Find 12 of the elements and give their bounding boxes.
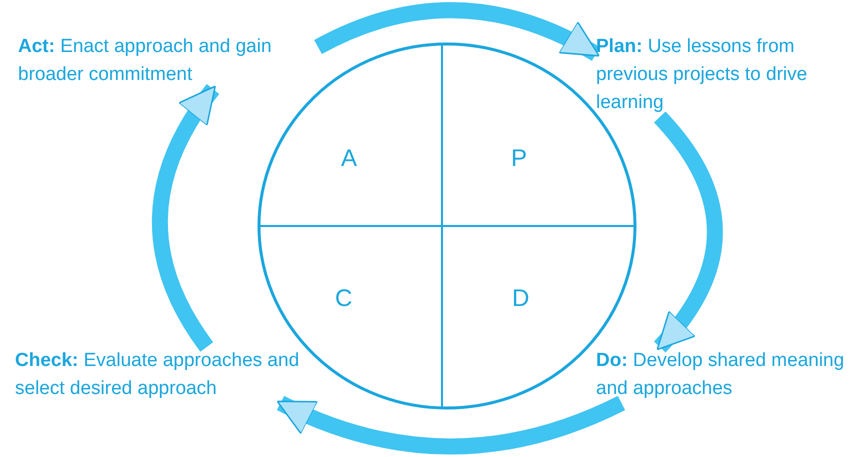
quadrant-letter: C — [335, 285, 352, 313]
curved-arrow — [152, 84, 220, 352]
curved-arrow — [276, 396, 625, 454]
stage-description: Act: Enact approach and gain broader commitment — [18, 33, 318, 89]
curved-arrow — [654, 112, 723, 352]
quadrant-letter: A — [341, 145, 358, 173]
quadrant-letter: P — [511, 145, 528, 173]
stage-description: Check: Evaluate approaches and select desired approach — [15, 347, 310, 403]
curved-arrow — [314, 2, 600, 61]
quadrant-letter: D — [512, 285, 530, 313]
stage-description: Plan: Use lessons from previous projects to drive learning — [596, 33, 851, 117]
stage-description: Do: Develop shared meaning and approaches — [596, 347, 851, 403]
